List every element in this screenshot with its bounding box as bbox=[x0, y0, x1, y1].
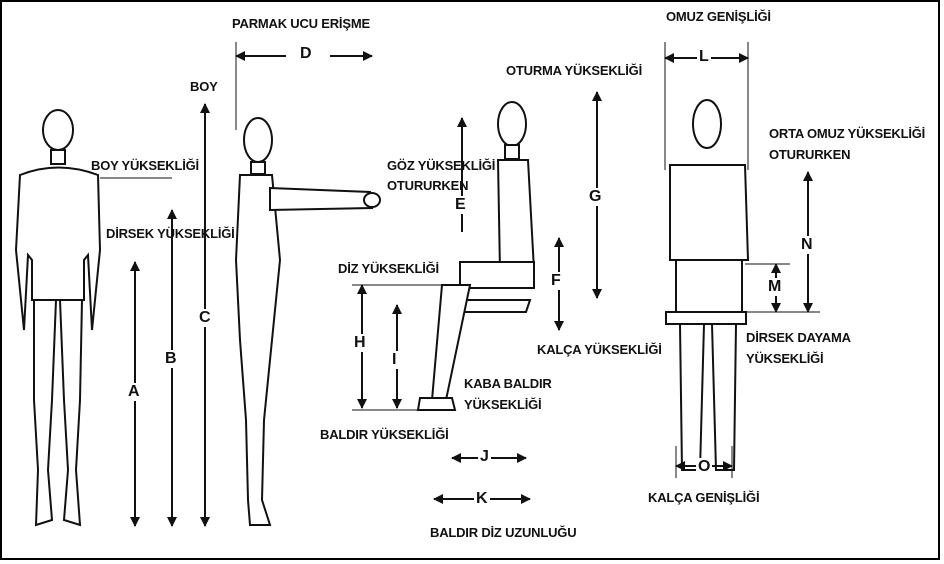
seated-back-figure bbox=[666, 100, 748, 470]
label-kaba-baldir-line2: YÜKSEKLİĞİ bbox=[464, 397, 541, 413]
seated-side-figure bbox=[418, 102, 534, 410]
label-kalca-genisligi: KALÇA GENİŞLİĞİ bbox=[648, 490, 759, 506]
standing-front-figure bbox=[16, 110, 100, 525]
label-orta-omuz-yuksekligi-line1: ORTA OMUZ YÜKSEKLİĞİ bbox=[769, 126, 925, 142]
label-baldir-yuksekligi: BALDIR YÜKSEKLİĞİ bbox=[320, 427, 449, 443]
dimension-letter-j: J bbox=[478, 448, 491, 466]
dimension-letter-k: K bbox=[474, 490, 490, 508]
dimension-letter-c: C bbox=[197, 309, 213, 327]
dimension-letter-i: I bbox=[390, 351, 398, 369]
label-kalca-yuksekligi: KALÇA YÜKSEKLİĞİ bbox=[537, 342, 662, 358]
label-goz-yuksekligi-line2: OTURURKEN bbox=[387, 178, 468, 194]
dimension-letter-o: O bbox=[696, 458, 712, 476]
label-goz-yuksekligi-line1: GÖZ YÜKSEKLİĞİ bbox=[387, 158, 495, 174]
dimension-letter-f: F bbox=[549, 272, 563, 290]
label-boy: BOY bbox=[190, 79, 218, 95]
label-diz-yuksekligi: DİZ YÜKSEKLİĞİ bbox=[338, 261, 439, 277]
label-dirsek-dayama-line1: DİRSEK DAYAMA bbox=[746, 330, 851, 346]
dimension-letter-d: D bbox=[298, 45, 314, 63]
label-orta-omuz-yuksekligi-line2: OTURURKEN bbox=[769, 147, 850, 163]
standing-side-figure bbox=[236, 118, 380, 525]
label-boy-yuksekligi: BOY YÜKSEKLİĞİ bbox=[91, 158, 199, 174]
dimension-letter-b: B bbox=[163, 350, 179, 368]
dimension-letter-h: H bbox=[352, 334, 368, 352]
dimension-letter-m: M bbox=[766, 278, 783, 296]
label-parmak-ucu-erisme: PARMAK UCU ERİŞME bbox=[232, 16, 370, 32]
dimension-letter-l: L bbox=[697, 48, 711, 66]
label-oturma-yuksekligi: OTURMA YÜKSEKLİĞİ bbox=[506, 63, 642, 79]
label-dirsek-dayama-line2: YÜKSEKLİĞİ bbox=[746, 351, 823, 367]
label-baldir-diz-uzunlugu: BALDIR DİZ UZUNLUĞU bbox=[430, 525, 576, 541]
dimension-letter-n: N bbox=[799, 236, 815, 254]
label-kaba-baldir-line1: KABA BALDIR bbox=[464, 376, 552, 392]
label-dirsek-yuksekligi: DİRSEK YÜKSEKLİĞİ bbox=[106, 226, 235, 242]
dimension-letter-a: A bbox=[126, 383, 142, 401]
dimension-letter-g: G bbox=[587, 188, 603, 206]
label-omuz-genisligi: OMUZ GENİŞLİĞİ bbox=[666, 9, 771, 25]
dimension-letter-e: E bbox=[453, 196, 468, 214]
